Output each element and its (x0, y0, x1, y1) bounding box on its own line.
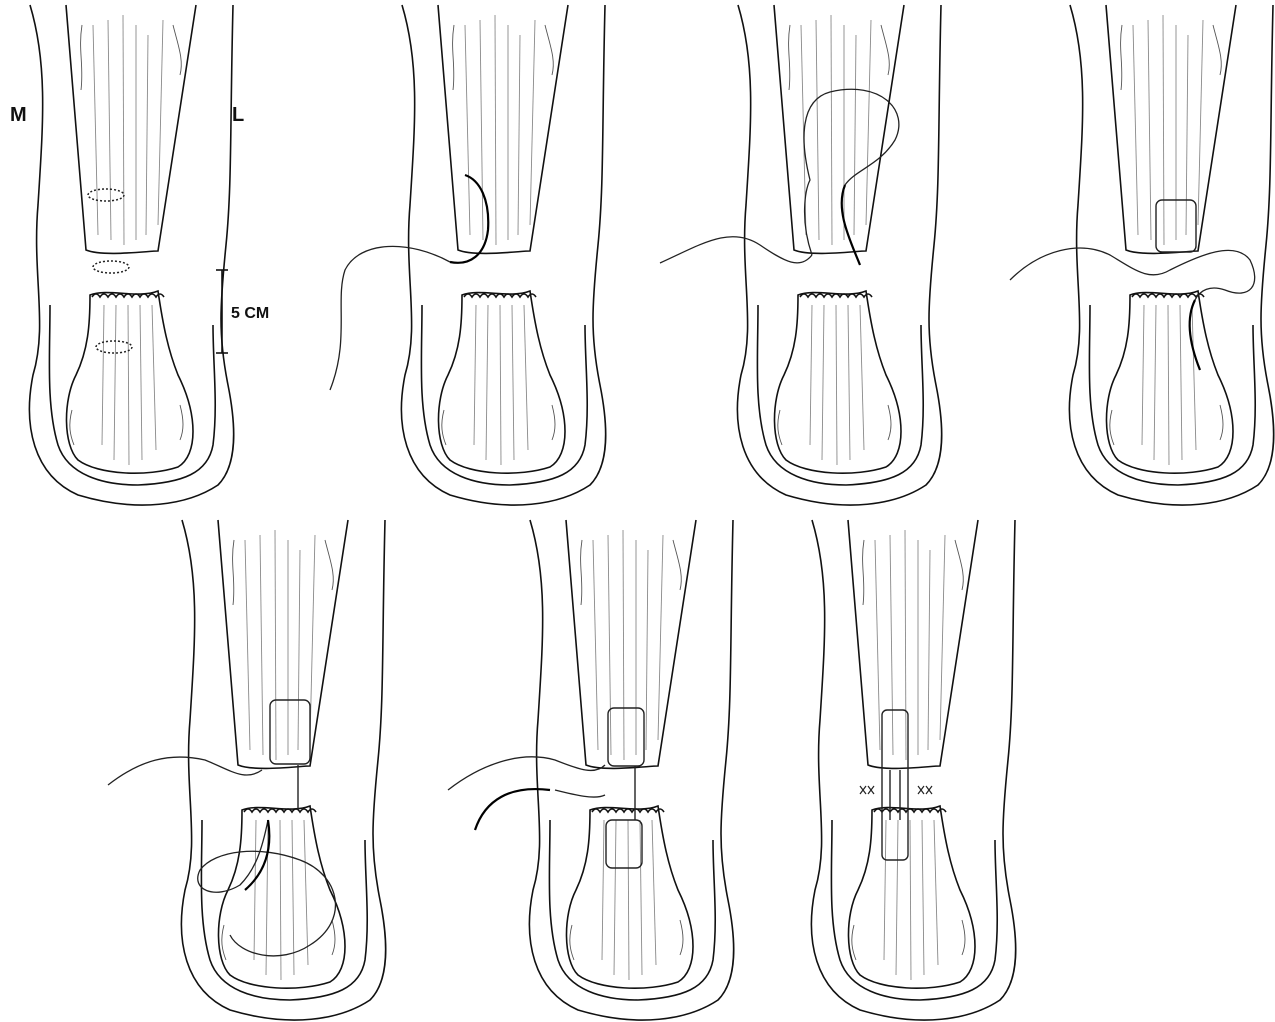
suture-strand (448, 757, 605, 830)
panel-1 (29, 5, 233, 505)
panel-3 (737, 5, 941, 505)
panel-7 (811, 520, 1015, 1020)
measure-bracket (216, 270, 228, 353)
incision-mark (93, 261, 129, 273)
panel-6 (529, 520, 733, 1020)
panel-4 (1069, 5, 1273, 505)
knot-marks (860, 786, 932, 794)
panel-2 (401, 5, 605, 505)
gap-measure-label: 5 CM (231, 305, 269, 322)
panel-5 (181, 520, 385, 1020)
medial-label: M (10, 104, 27, 126)
lateral-label: L (232, 104, 244, 126)
